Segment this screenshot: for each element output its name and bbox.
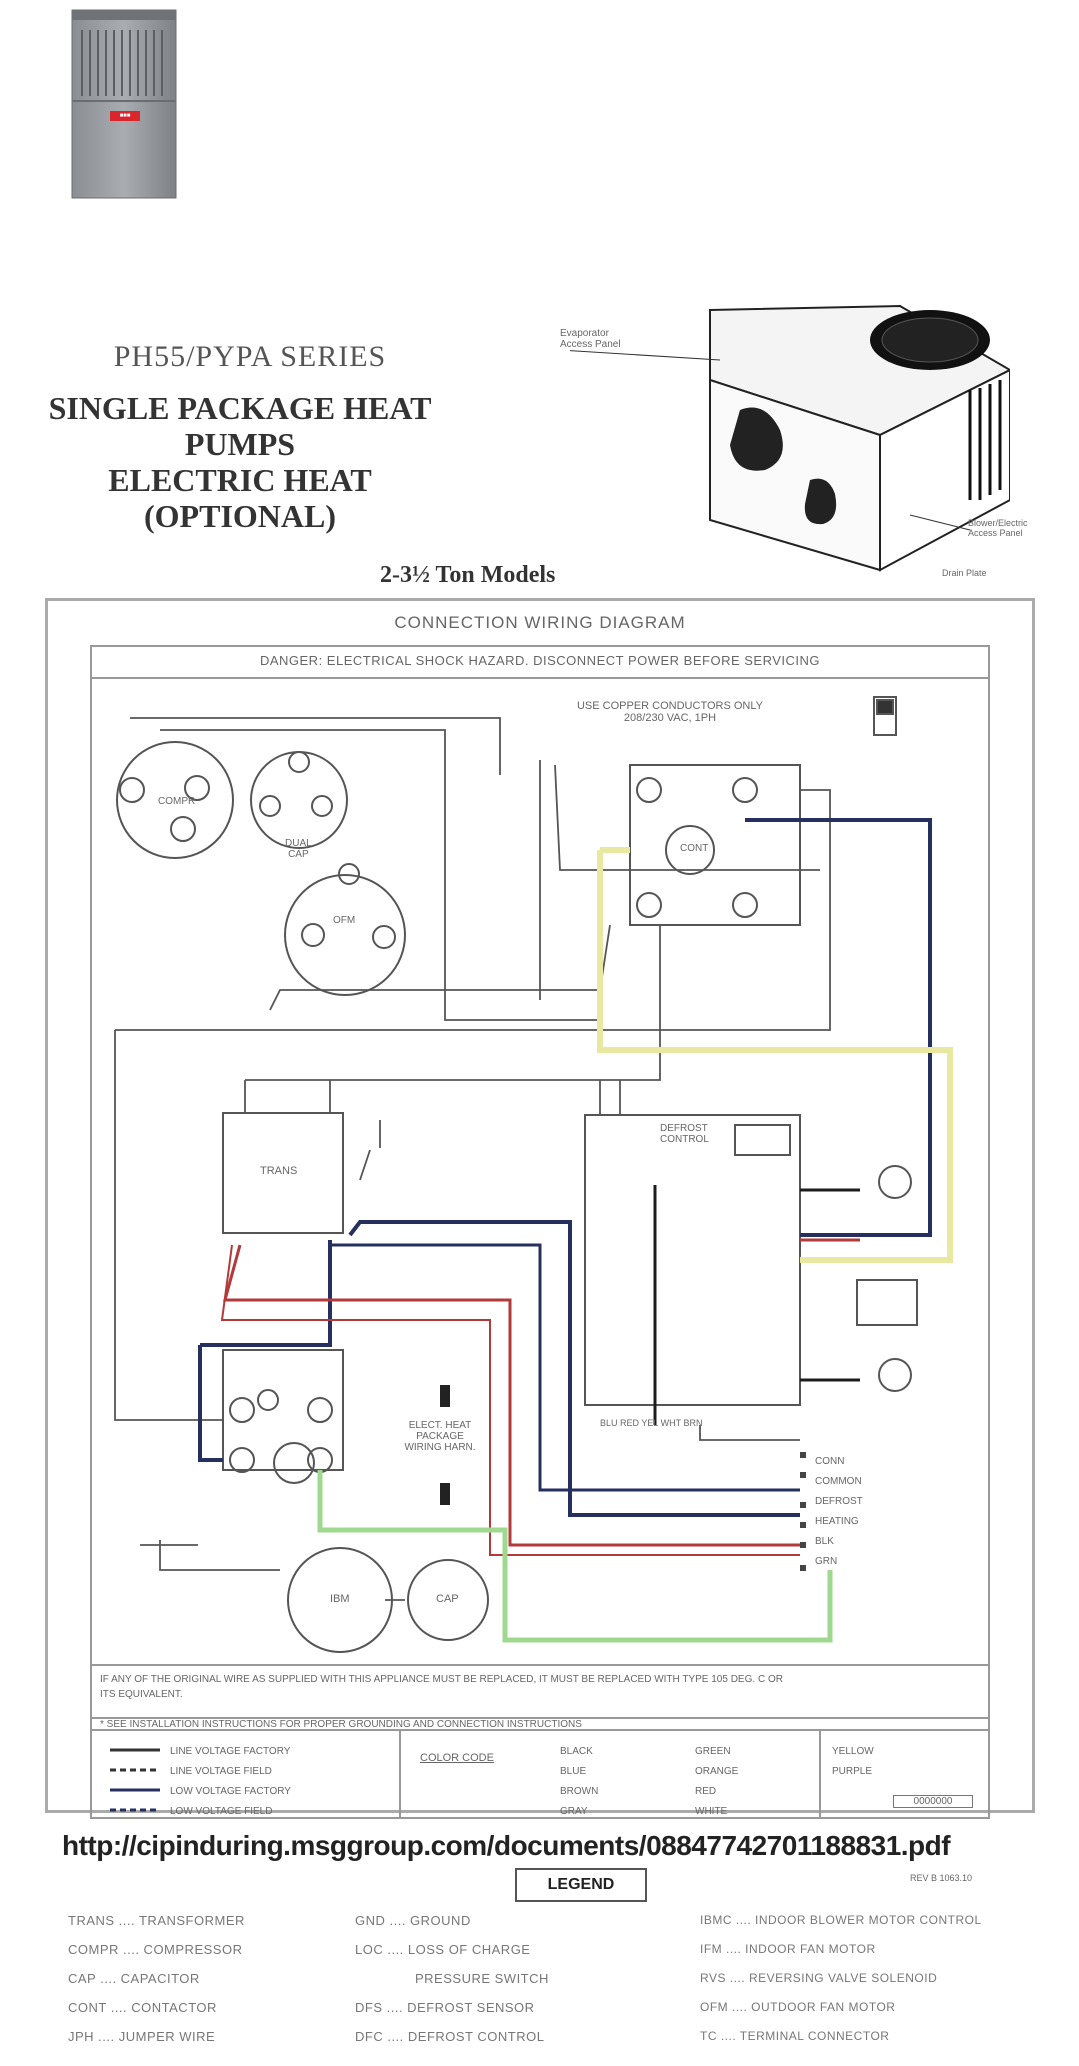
line-legend-item: LOW VOLTAGE FACTORY [170,1786,291,1797]
legend-item: DFC .... DEFROST CONTROL [355,2029,545,2044]
legend-item: IBMC .... INDOOR BLOWER MOTOR CONTROL [700,1913,982,1927]
terminal-colors: BLU RED YEL WHT BRN [600,1418,702,1428]
color-code-item: RED [695,1786,717,1797]
terminal-label: COMMON [815,1476,862,1487]
color-code-grid-2: YELLOW PURPLE [832,1742,874,1782]
terminal-color: WHT [660,1418,681,1428]
color-code-item: ORANGE [695,1766,739,1777]
line-legend: LINE VOLTAGE FACTORY LINE VOLTAGE FIELD … [170,1742,291,1822]
revision: REV B 1063.10 [910,1873,973,1883]
wiring-diagram-frame [45,598,1035,1813]
terminal-color: YEL [641,1418,659,1428]
inner-frame [90,679,990,1819]
label-defrost: DEFROST CONTROL [660,1123,709,1145]
legend-item: PRESSURE SWITCH [415,1971,549,1986]
legend-item: CAP .... CAPACITOR [68,1971,200,1986]
terminal-color: RED [620,1418,640,1428]
legend-column-2: GND .... GROUND LOC .... LOSS OF CHARGE … [355,1906,549,2051]
terminal-label: DEFROST [815,1496,863,1507]
legend-item: LOC .... LOSS OF CHARGE [355,1942,531,1957]
legend-item: GND .... GROUND [355,1913,471,1928]
field-wiring-note: IF ANY OF THE ORIGINAL WIRE AS SUPPLIED … [100,1674,783,1700]
label-ofm: OFM [333,915,356,926]
main-title: SINGLE PACKAGE HEAT PUMPS ELECTRIC HEAT … [48,390,432,534]
label-cap: CAP [436,1593,459,1605]
copper-note: USE COPPER CONDUCTORS ONLY 208/230 VAC, … [576,700,763,724]
legend-item: COMPR .... COMPRESSOR [68,1942,243,1957]
callout-blower: Blower/Electric Access Panel [968,518,1028,538]
source-url[interactable]: http://cipinduring.msggroup.com/document… [62,1830,951,1861]
terminal-label: HEATING [815,1516,859,1527]
color-code-title: COLOR CODE [420,1752,494,1764]
legend-item: RVS .... REVERSING VALVE SOLENOID [700,1971,938,1985]
series-title: PH55/PYPA SERIES [113,340,387,373]
part-number: 0000000 [893,1795,973,1808]
callout-drain: Drain Plate [942,568,987,578]
terminal-color: BLU [600,1418,618,1428]
terminal-label: BLK [815,1536,834,1547]
color-code-item: WHITE [695,1806,728,1817]
color-code-grid: BLACK BLUE BROWN GRAY GREEN ORANGE RED W… [560,1742,820,1822]
warning-text: DANGER: ELECTRICAL SHOCK HAZARD. DISCONN… [259,653,821,668]
color-code-item: GREEN [695,1746,731,1757]
line-legend-item: LOW VOLTAGE FIELD [170,1806,273,1817]
color-code-item: YELLOW [832,1746,874,1757]
color-code-item: GRAY [560,1806,588,1817]
diagram-heading: CONNECTION WIRING DIAGRAM [394,613,686,632]
line-legend-item: LINE VOLTAGE FIELD [170,1766,272,1777]
label-compr: COMPR [158,796,196,807]
label-ibm: IBM [330,1593,350,1605]
legend-item: CONT .... CONTACTOR [68,2000,217,2015]
terminal-list: CONN COMMON DEFROST HEATING BLK GRN [815,1452,863,1572]
tons-subtitle: 2-3½ Ton Models [380,562,556,588]
legend-item: TRANS .... TRANSFORMER [68,1913,245,1928]
grounding-note: * SEE INSTALLATION INSTRUCTIONS FOR PROP… [100,1719,582,1730]
legend-item: JPH .... JUMPER WIRE [68,2029,216,2044]
terminal-color: BRN [683,1418,703,1428]
color-code-item: BLACK [560,1746,593,1757]
product-photo: ■■■ [70,8,180,200]
label-cont: CONT [680,843,709,854]
legend-item: TC .... TERMINAL CONNECTOR [700,2029,890,2043]
color-code-item: PURPLE [832,1766,873,1777]
terminal-label: CONN [815,1456,845,1467]
label-trans: TRANS [260,1165,298,1177]
color-code-item: BLUE [560,1766,587,1777]
color-code-item: BROWN [560,1786,599,1797]
terminal-label: GRN [815,1556,838,1567]
legend-item: OFM .... OUTDOOR FAN MOTOR [700,2000,896,2014]
legend-item: DFS .... DEFROST SENSOR [355,2000,535,2015]
legend-item: IFM .... INDOOR FAN MOTOR [700,1942,876,1956]
warning-box [90,645,990,679]
brand-badge: ■■■ [110,111,140,121]
legend-column-1: TRANS .... TRANSFORMER COMPR .... COMPRE… [68,1906,245,2051]
legend-column-3: IBMC .... INDOOR BLOWER MOTOR CONTROL IF… [700,1906,982,2051]
legend-title: LEGEND [515,1868,647,1902]
line-legend-item: LINE VOLTAGE FACTORY [170,1746,291,1757]
label-dual-cap: DUAL CAP [285,838,312,860]
callout-evaporator: Evaporator Access Panel [560,328,621,350]
label-heat-kit: ELECT. HEAT PACKAGE WIRING HARN. [404,1420,476,1453]
